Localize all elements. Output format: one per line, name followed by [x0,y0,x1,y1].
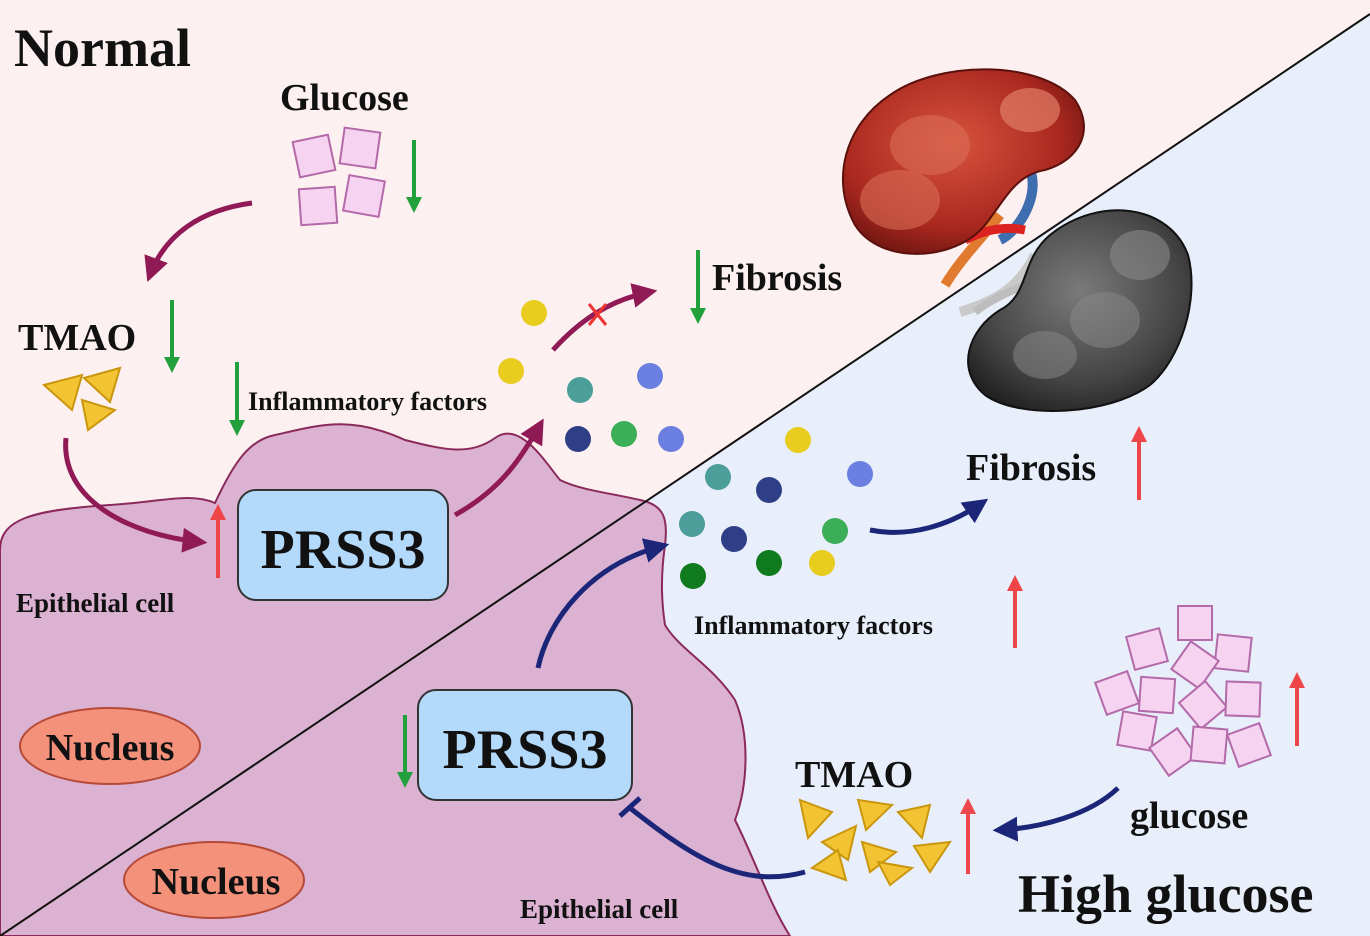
prss3-to-inflammatory-high-arrow [535,538,670,669]
inflammatory-factor-dot-icon [658,426,684,452]
inflammatory-factor-dot-icon [822,518,848,544]
high-nucleus-label: Nucleus [152,861,281,903]
normal-cell-label: Epithelial cell [16,588,175,618]
normal-tmao-label: TMAO [18,317,136,359]
inflammatory-factor-dot-icon [637,363,663,389]
normal-nucleus: Nucleus [19,707,201,785]
high-cell-label: Epithelial cell [520,894,679,924]
inflammatory-factor-dot-icon [756,550,782,576]
high-tmao-label: TMAO [795,754,913,796]
inflammatory-factor-dot-icon [611,421,637,447]
inflammatory-factor-dot-icon [680,563,706,589]
normal-nucleus-label: Nucleus [46,727,175,769]
inflammatory-factor-dot-icon [785,427,811,453]
fibrotic-kidney-icon [958,209,1193,413]
normal-prss3-label: PRSS3 [261,519,426,581]
inflammatory-factor-dot-icon [567,377,593,403]
normal-factor-dots [498,300,684,452]
normal-prss3-box: PRSS3 [237,489,449,601]
inflammatory-factor-dot-icon [847,461,873,487]
high-glucose-title: High glucose [1018,864,1314,924]
high-prss3-label: PRSS3 [443,719,608,781]
glucose-cube-icon [291,126,387,227]
inflammatory-factor-dot-icon [756,477,782,503]
block-x-icon [587,303,608,326]
normal-title: Normal [14,18,191,78]
inhibition-bar [618,796,642,818]
panel-divider [0,13,1370,936]
inflammatory-factor-dot-icon [809,550,835,576]
glucose-to-tmao-arrow [144,200,253,283]
high-nucleus: Nucleus [123,841,305,919]
inflammatory-factor-dot-icon [721,526,747,552]
normal-glucose-label: Glucose [280,77,409,119]
inflammatory-factor-dot-icon [521,300,547,326]
high-factor-dots [679,427,873,589]
normal-fibrosis-label: Fibrosis [712,257,842,299]
tmao-triangle-icon [41,366,122,432]
normal-inflammatory-label: Inflammatory factors [248,387,487,416]
prss3-to-inflammatory-arrow [453,418,544,518]
tmao-to-prss3-arrow [63,437,208,553]
tmao-triangle-icon [798,798,953,887]
inflammatory-to-fibrosis-arrow [869,498,989,535]
inflammatory-factor-dot-icon [679,511,705,537]
glucose-to-tmao-high-arrow [992,786,1120,842]
glucose-cube-icon [1093,605,1273,778]
high-fibrosis-label: Fibrosis [966,447,1096,489]
inflammatory-factor-dot-icon [498,358,524,384]
inflammatory-factor-dot-icon [705,464,731,490]
tmao-inhibits-prss3 [628,806,806,880]
healthy-kidney-icon [841,68,1085,288]
inflammatory-factor-dot-icon [565,426,591,452]
high-glucose-sublabel: glucose [1130,795,1248,837]
high-prss3-box: PRSS3 [417,689,633,801]
high-inflammatory-label: Inflammatory factors [694,611,933,640]
